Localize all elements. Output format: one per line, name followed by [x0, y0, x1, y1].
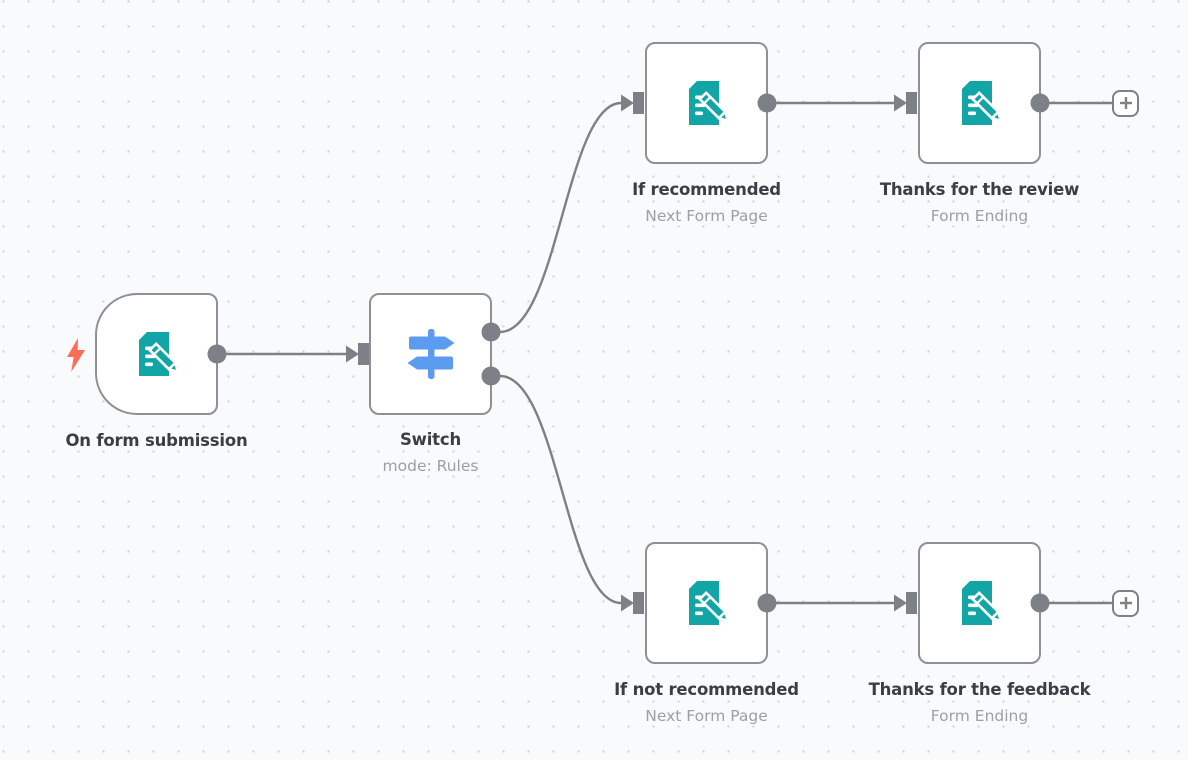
node-title: If recommended [632, 180, 781, 199]
node-label-thanks-for-the-review: Thanks for the review Form Ending [820, 178, 1140, 227]
node-subtitle: Next Form Page [645, 707, 768, 725]
node-title: Thanks for the feedback [868, 680, 1091, 699]
node-on-form-submission[interactable] [95, 293, 218, 415]
node-subtitle: mode: Rules [382, 457, 479, 475]
input-arrow-switch [346, 343, 369, 365]
node-if-recommended[interactable] [645, 42, 768, 164]
form-icon [961, 581, 1002, 625]
plus-icon [1119, 597, 1132, 609]
node-title: If not recommended [614, 680, 799, 699]
node-label-thanks-for-the-feedback: Thanks for the feedback Form Ending [820, 678, 1140, 727]
input-arrow-thanks-for-the-review [894, 92, 917, 114]
node-label-switch: Switch mode: Rules [271, 428, 591, 477]
node-label-if-not-recommended: If not recommended Next Form Page [547, 678, 867, 727]
node-subtitle: Next Form Page [645, 207, 768, 225]
node-thanks-for-the-feedback[interactable] [918, 542, 1041, 664]
node-subtitle: Form Ending [930, 207, 1029, 225]
node-thanks-for-the-review[interactable] [918, 42, 1041, 164]
plus-icon [1119, 97, 1132, 109]
input-arrow-if-recommended [621, 92, 644, 114]
add-node-button-bottom[interactable] [1112, 589, 1139, 617]
input-arrow-thanks-for-the-feedback [894, 592, 917, 614]
form-icon [688, 581, 729, 625]
switch-icon [407, 329, 454, 379]
input-arrow-if-not-recommended [621, 592, 644, 614]
form-icon [688, 81, 729, 125]
connection-switch-to-if-not-recommended[interactable] [499, 374, 622, 605]
node-switch[interactable] [369, 293, 492, 415]
node-title: Switch [400, 430, 461, 449]
form-icon [961, 81, 1002, 125]
node-label-on-form-submission: On form submission [0, 429, 317, 456]
node-label-if-recommended: If recommended Next Form Page [547, 178, 867, 227]
trigger-lightning-icon [67, 338, 85, 372]
node-subtitle: Form Ending [930, 707, 1029, 725]
node-title: Thanks for the review [879, 180, 1080, 199]
node-title: On form submission [65, 431, 248, 450]
node-if-not-recommended[interactable] [645, 542, 768, 664]
add-node-button-top[interactable] [1112, 89, 1139, 117]
form-icon [138, 332, 179, 376]
